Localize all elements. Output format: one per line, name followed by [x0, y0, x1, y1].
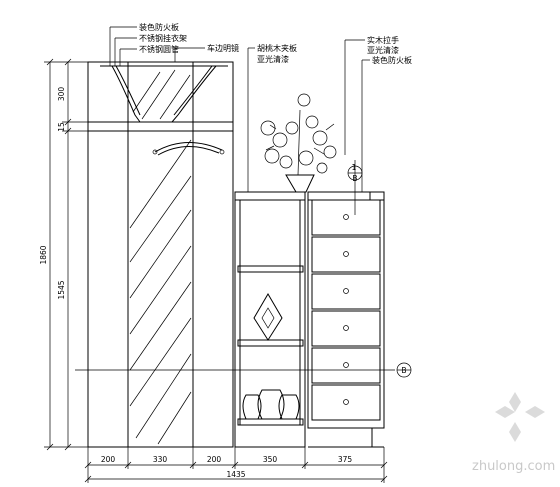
display-shelves — [234, 191, 306, 448]
dim-bottom-1: 200 — [101, 455, 116, 464]
section-cut-line — [75, 160, 412, 378]
annotation-4: 车边明镜 — [207, 43, 239, 53]
coat-hanger — [152, 141, 225, 156]
annotation-9: 装色防火板 — [372, 55, 412, 65]
annotation-8: 亚光清漆 — [367, 45, 399, 55]
dim-left-total: 1860 — [39, 245, 48, 264]
dim-bottom-5: 375 — [338, 455, 353, 464]
hanger-rack — [100, 65, 228, 123]
bottom-dimension-lines — [84, 447, 388, 483]
diamond-ornament — [253, 293, 283, 341]
dim-bottom-4: 350 — [263, 455, 278, 464]
annotation-1: 装色防火板 — [139, 22, 179, 32]
annotation-2: 不锈钢挂衣架 — [139, 33, 187, 43]
watermark-logo — [495, 392, 545, 442]
annotation-7: 实木拉手 — [367, 35, 399, 45]
watermark-text: zhulong.com — [472, 459, 555, 474]
wardrobe-outline — [87, 61, 234, 448]
dim-left-lower: 1545 — [57, 280, 66, 299]
leader-lines — [109, 26, 370, 192]
vase-flowers — [260, 93, 337, 193]
annotation-3: 不锈钢圆管 — [139, 44, 179, 54]
dim-bottom-total: 1435 — [226, 470, 245, 479]
mirror-hatch-lower — [129, 139, 192, 445]
dim-bottom-3: 200 — [207, 455, 222, 464]
dim-bottom-2: 330 — [153, 455, 168, 464]
left-dimension-lines — [44, 58, 88, 451]
section-mark-num: 1 — [352, 163, 357, 172]
drawer-chest — [307, 191, 385, 448]
annotation-6: 亚光清漆 — [257, 54, 289, 64]
section-mark-right: B — [401, 366, 406, 375]
dim-left-upper: 300 — [57, 87, 66, 102]
section-mark-top: B — [352, 174, 357, 183]
dim-left-mid: 15 — [57, 122, 66, 132]
bottom-vases — [242, 389, 300, 420]
annotation-5: 胡桃木夹板 — [257, 43, 297, 53]
mirror-hatch-upper — [132, 69, 191, 120]
